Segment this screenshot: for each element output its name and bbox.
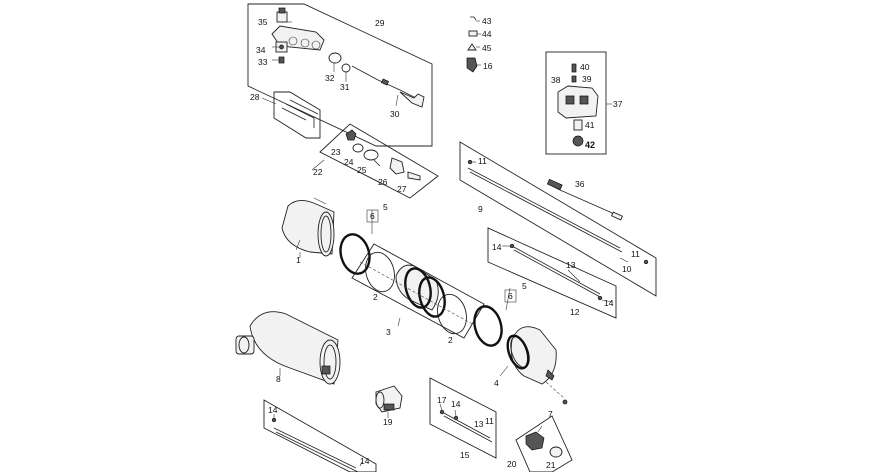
callout-33: 33 [258,57,268,67]
callout-22: 22 [313,167,323,177]
callout-41: 41 [585,120,595,130]
callout-28: 28 [250,92,260,102]
callout-11-right: 11 [631,249,640,259]
callout-2-right: 2 [448,335,453,345]
group-box-14-bottom [263,399,377,472]
group-box-28 [261,91,321,139]
callout-40: 40 [580,62,590,72]
part-19-adapter [375,385,403,413]
part-32-oring [328,52,342,64]
callout-36: 36 [575,179,585,189]
group-box-20 [515,415,573,472]
callout-27: 27 [397,184,407,194]
part-5-ring-lower [473,305,503,347]
callout-31: 31 [340,82,350,92]
callout-25: 25 [357,165,367,175]
callout-16: 16 [483,61,493,71]
part-8-air-cleaner [235,311,341,385]
group-box-12 [487,227,617,319]
callout-6-lower: 6 [508,291,513,301]
callout-10: 10 [622,264,632,274]
callout-21: 21 [546,460,556,470]
callout-43: 43 [482,16,492,26]
callout-45: 45 [482,43,492,53]
group-box-15 [429,377,497,459]
callout-14-box12-left: 14 [492,242,502,252]
callout-14-bottom-left: 14 [268,405,278,415]
callout-24: 24 [344,157,354,167]
callout-5-lower: 5 [522,281,527,291]
callout-13-box12: 13 [566,260,576,270]
callout-5-upper: 5 [383,202,388,212]
callout-26: 26 [378,177,388,187]
callout-39: 39 [582,74,592,84]
callout-8: 8 [276,374,281,384]
callout-9: 9 [478,204,483,214]
callout-4: 4 [494,378,499,388]
callout-35: 35 [258,17,268,27]
callout-20: 20 [507,459,517,469]
callout-23: 23 [331,147,341,157]
callout-29: 29 [375,18,385,28]
callout-7: 7 [548,409,553,419]
part-7-drain [545,381,568,405]
callout-6-upper: 6 [370,211,375,221]
callout-11-top: 11 [478,156,487,166]
part-5-ring-upper [339,233,371,275]
callout-15: 15 [460,450,470,460]
callout-12: 12 [570,307,580,317]
callout-2-left: 2 [373,292,378,302]
callout-17: 17 [437,395,447,405]
callout-30: 30 [390,109,400,119]
parts-43-46 [466,16,481,73]
group-box-29 [247,3,433,147]
callout-14-bottom-right: 14 [360,456,370,466]
callout-14-box15: 14 [451,399,461,409]
callout-19: 19 [383,417,393,427]
callout-37: 37 [613,99,623,109]
part-35-valve-body [276,7,288,23]
callout-14-box12-right: 14 [604,298,614,308]
group-box-22 [311,123,439,199]
part-1-filter-housing [281,197,335,257]
part-30-sensor-cable [351,65,425,108]
callout-1: 1 [296,255,301,265]
part-31-oring [341,63,351,73]
group-box-9 [459,141,657,297]
callout-13-box15: 13 [474,419,484,429]
part-4-end-cap [506,326,557,385]
callout-11-box15: 11 [485,416,494,426]
callout-32: 32 [325,73,335,83]
callout-42: 42 [585,140,595,150]
group-box-37 [545,51,612,155]
group-box-3 [351,243,485,339]
callout-34: 34 [256,45,266,55]
callout-38: 38 [551,75,561,85]
callout-3: 3 [386,327,391,337]
callout-44: 44 [482,29,492,39]
